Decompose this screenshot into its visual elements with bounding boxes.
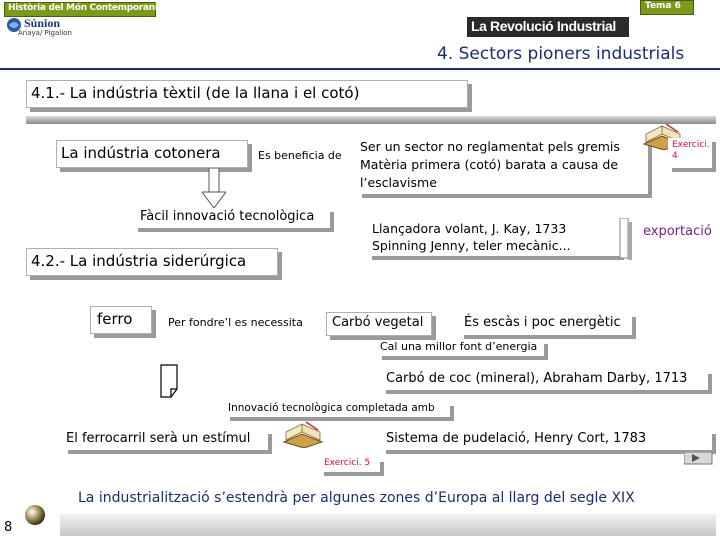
- course-title: Història del Món Contemporani: [8, 3, 158, 13]
- book-icon[interactable]: [280, 420, 326, 448]
- exercise-4-link-box[interactable]: Exercici. 4: [668, 138, 712, 168]
- puddling-box: Sistema de pudelació, Henry Cort, 1783: [382, 430, 712, 450]
- topic-badge: Tema 6: [640, 0, 694, 15]
- reasons-box: Ser un sector no reglamentat pels gremis…: [358, 138, 648, 194]
- section-heading: 4. Sectors pioners industrials: [437, 44, 684, 64]
- iron-box: ferro: [90, 306, 152, 334]
- easy-innovation-box: Fàcil innovació tecnològica: [134, 208, 330, 228]
- topic-label: Tema 6: [645, 1, 681, 11]
- to-melt-label: Per fondre’l es necessita: [168, 316, 303, 329]
- innovation-done-box: Innovació tecnològica completada amb: [226, 402, 450, 417]
- section-prefix: 4. Sectors: [437, 44, 522, 64]
- title-banner: La Revolució Industrial: [467, 17, 629, 37]
- logo: Súnion Anaya/ Pigalion: [6, 16, 96, 38]
- need-energy-box: Cal una millor font d’energia: [378, 340, 544, 356]
- steel-heading: 4.2.- La indústria siderúrgica: [31, 252, 246, 270]
- textile-heading: 4.1.- La indústria tèxtil (de la llana i…: [31, 84, 359, 102]
- exercise-4-link[interactable]: Exercici. 4: [672, 140, 712, 162]
- easy-innovation: Fàcil innovació tecnològica: [140, 209, 314, 224]
- logo-subtitle: Anaya/ Pigalion: [18, 29, 72, 37]
- document-icon[interactable]: [160, 364, 180, 398]
- page-number: 8: [4, 520, 12, 535]
- scarce-label: És escàs i poc energètic: [464, 315, 621, 330]
- cotton-industry: La indústria cotonera: [61, 144, 221, 162]
- puddling-label: Sistema de pudelació, Henry Cort, 1783: [386, 431, 646, 446]
- sphere-nav-icon[interactable]: [24, 504, 46, 526]
- innovation-done-label: Innovació tecnològica completada amb: [228, 402, 435, 414]
- iron-label: ferro: [97, 310, 132, 328]
- footer-rule: [60, 514, 716, 536]
- coke-label: Carbó de coc (mineral), Abraham Darby, 1…: [386, 371, 687, 386]
- scarce-box: És escàs i poc energètic: [460, 313, 632, 335]
- export-label: exportació: [643, 224, 712, 239]
- section-suffix: pioners industrials: [522, 44, 684, 64]
- steel-heading-box: 4.2.- La indústria siderúrgica: [26, 248, 278, 276]
- inventions-text: Llançadora volant, J. Kay, 1733 Spinning…: [372, 220, 620, 254]
- charcoal-box: Carbó vegetal: [326, 312, 432, 336]
- conclusion: La industrialització s’estendrà per algu…: [78, 490, 635, 506]
- page-title: La Revolució Industrial: [471, 18, 616, 34]
- benefits-label: Es beneficia de: [258, 149, 342, 162]
- header-divider: [0, 68, 720, 70]
- header: Història del Món Contemporani Súnion Ana…: [0, 0, 720, 70]
- course-banner: Història del Món Contemporani: [4, 2, 156, 17]
- railway-label: El ferrocarril serà un estímul: [66, 431, 250, 446]
- need-energy-label: Cal una millor font d’energia: [380, 340, 537, 353]
- charcoal-label: Carbó vegetal: [332, 315, 423, 330]
- railway-box: El ferrocarril serà un estímul: [64, 430, 268, 450]
- inventions-box: Llançadora volant, J. Kay, 1733 Spinning…: [368, 220, 620, 256]
- divider-rule: [26, 116, 716, 124]
- arrow-right-icon: [618, 218, 634, 262]
- textile-heading-box: 4.1.- La indústria tèxtil (de la llana i…: [26, 80, 468, 108]
- exercise-5-link-box[interactable]: Exercici. 5: [320, 458, 380, 472]
- coke-box: Carbó de coc (mineral), Abraham Darby, 1…: [382, 370, 708, 390]
- arrow-down-icon: [202, 168, 226, 210]
- reasons-text: Ser un sector no reglamentat pels gremis…: [360, 138, 648, 192]
- arrow-right-icon: [684, 452, 716, 468]
- exercise-5-link[interactable]: Exercici. 5: [324, 458, 370, 468]
- cotton-industry-box: La indústria cotonera: [56, 140, 248, 168]
